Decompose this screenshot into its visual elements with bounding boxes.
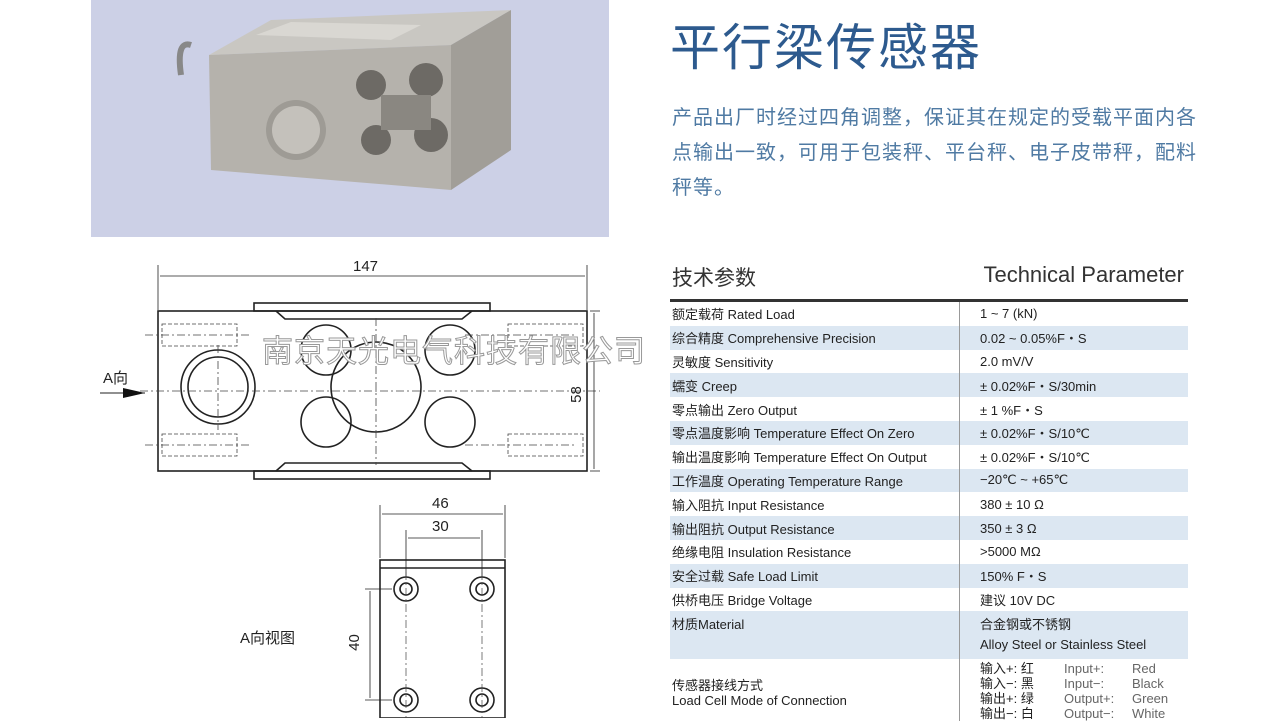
- section-title-zh: 技术参数: [672, 266, 756, 290]
- param-row: 工作温度 Operating Temperature Range −20℃ ~ …: [670, 468, 1188, 493]
- wire-zh: 输出+: 绿: [980, 691, 1034, 707]
- param-label: 绝缘电阻 Insulation Resistance: [672, 545, 852, 561]
- param-value: 建议 10V DC: [959, 587, 1188, 612]
- connection-label-en: Load Cell Mode of Connection: [672, 693, 847, 709]
- param-row: 零点输出 Zero Output ± 1 %F・S: [670, 397, 1188, 421]
- parameter-table: 额定载荷 Rated Load 1 ~ 7 (kN) 综合精度 Comprehe…: [670, 302, 1188, 721]
- param-row: 灵敏度 Sensitivity 2.0 mV/V: [670, 349, 1188, 374]
- param-row: 综合精度 Comprehensive Precision 0.02 ~ 0.05…: [670, 325, 1188, 350]
- product-photo: [91, 0, 609, 237]
- wire-zh: 输出−: 白: [980, 706, 1034, 721]
- dim-hole-spacing-y: 40: [345, 634, 363, 651]
- end-view-outline: [379, 559, 506, 718]
- direction-label: A向: [103, 370, 129, 387]
- wire-zh: 输入−: 黑: [980, 676, 1034, 692]
- wire-en: Input+:: [1064, 661, 1105, 677]
- section-divider: [670, 299, 1188, 302]
- param-label: 输出阻抗 Output Resistance: [672, 521, 835, 537]
- wire-row: 输出−: 白 Output−: White: [980, 706, 1188, 721]
- param-value: ± 0.02%F・S/10℃: [959, 420, 1188, 445]
- wire-color: Black: [1132, 676, 1164, 692]
- param-label: 零点温度影响 Temperature Effect On Zero: [672, 426, 915, 442]
- param-row: 蠕变 Creep ± 0.02%F・S/30min: [670, 373, 1188, 398]
- param-label: 零点输出 Zero Output: [672, 402, 797, 418]
- param-value: 1 ~ 7 (kN): [959, 302, 1188, 326]
- wire-en: Output−:: [1064, 706, 1115, 721]
- param-row-material: 材质Material 合金钢或不锈钢 Alloy Steel or Stainl…: [670, 611, 1188, 663]
- param-value: ± 0.02%F・S/10℃: [959, 444, 1188, 469]
- param-row: 输出阻抗 Output Resistance 350 ± 3 Ω: [670, 516, 1188, 540]
- connection-label-zh: 传感器接线方式: [672, 678, 764, 694]
- param-row: 输入阻抗 Input Resistance 380 ± 10 Ω: [670, 492, 1188, 517]
- wire-zh: 输入+: 红: [980, 661, 1034, 677]
- dim-length: 147: [353, 258, 379, 275]
- param-label: 输入阻抗 Input Resistance: [672, 497, 825, 513]
- wire-en: Input−:: [1064, 676, 1105, 692]
- param-row: 绝缘电阻 Insulation Resistance >5000 MΩ: [670, 539, 1188, 564]
- param-label: 材质Material: [672, 617, 745, 633]
- param-row: 额定载荷 Rated Load 1 ~ 7 (kN): [670, 302, 1188, 326]
- wire-row: 输入+: 红 Input+: Red: [980, 661, 1188, 676]
- param-row: 安全过载 Safe Load Limit 150% F・S: [670, 563, 1188, 588]
- product-description: 产品出厂时经过四角调整，保证其在规定的受载平面内各点输出一致，可用于包装秤、平台…: [672, 105, 1197, 199]
- dim-width: 46: [432, 495, 449, 512]
- material-value-zh: 合金钢或不锈钢: [980, 617, 1072, 633]
- param-label: 灵敏度 Sensitivity: [672, 354, 774, 370]
- wire-row: 输出+: 绿 Output+: Green: [980, 691, 1188, 706]
- param-label: 输出温度影响 Temperature Effect On Output: [672, 450, 927, 466]
- watermark-text: 南京天光电气科技有限公司: [262, 334, 646, 371]
- section-title-en: Technical Parameter: [983, 262, 1184, 287]
- param-label: 安全过载 Safe Load Limit: [672, 569, 818, 585]
- param-value: >5000 MΩ: [959, 539, 1188, 564]
- param-value: 2.0 mV/V: [959, 349, 1188, 374]
- param-value: 350 ± 3 Ω: [959, 516, 1188, 540]
- wire-color: White: [1132, 706, 1166, 721]
- view-label: A向视图: [240, 630, 296, 647]
- dim-hole-spacing-x: 30: [432, 518, 449, 535]
- wire-row: 输入−: 黑 Input−: Black: [980, 676, 1188, 691]
- param-value: ± 0.02%F・S/30min: [959, 373, 1188, 398]
- dim-height: 58: [567, 386, 585, 403]
- param-value: 0.02 ~ 0.05%F・S: [959, 325, 1188, 350]
- param-row: 零点温度影响 Temperature Effect On Zero ± 0.02…: [670, 420, 1188, 445]
- param-value: ± 1 %F・S: [959, 397, 1188, 421]
- param-row-connection: 传感器接线方式 Load Cell Mode of Connection 输入+…: [670, 657, 1188, 721]
- param-row: 供桥电压 Bridge Voltage 建议 10V DC: [670, 587, 1188, 612]
- param-value: 380 ± 10 Ω: [959, 492, 1188, 517]
- page-title: 平行梁传感器: [670, 19, 982, 77]
- param-label: 综合精度 Comprehensive Precision: [672, 331, 876, 347]
- param-label: 蠕变 Creep: [672, 378, 738, 394]
- param-label: 工作温度 Operating Temperature Range: [672, 473, 903, 489]
- wire-color: Red: [1132, 661, 1156, 677]
- param-label: 供桥电压 Bridge Voltage: [672, 592, 813, 608]
- param-label: 额定载荷 Rated Load: [672, 307, 795, 323]
- load-cell-image: [176, 10, 511, 190]
- wire-color: Green: [1132, 691, 1169, 707]
- param-value: −20℃ ~ +65℃: [959, 468, 1188, 493]
- param-value: 150% F・S: [959, 563, 1188, 588]
- wire-en: Output+:: [1064, 691, 1115, 707]
- param-row: 输出温度影响 Temperature Effect On Output ± 0.…: [670, 444, 1188, 469]
- material-value-en: Alloy Steel or Stainless Steel: [980, 637, 1147, 653]
